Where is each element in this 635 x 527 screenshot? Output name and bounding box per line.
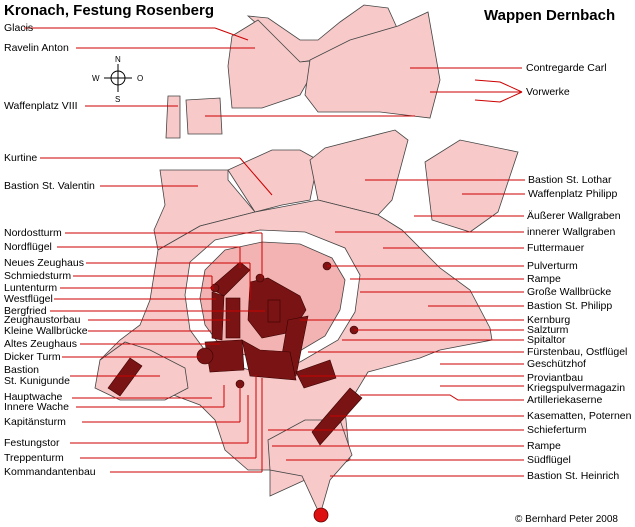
map-subtitle: Wappen Dernbach xyxy=(484,7,615,24)
leader-lines xyxy=(24,27,525,477)
label-rampe-1: Rampe xyxy=(527,273,561,285)
contregarde-carl xyxy=(304,11,441,119)
waffenplatz-viii-1 xyxy=(165,95,181,139)
label-proviantbau: Proviantbau xyxy=(527,372,583,384)
nordostturm xyxy=(255,273,265,283)
label-glacis: Glacis xyxy=(4,22,33,34)
label-bastion-st-lothar: Bastion St. Lothar xyxy=(528,174,612,186)
label-luntenturm: Luntenturm xyxy=(4,282,57,294)
label-westfluegel: Westflügel xyxy=(4,293,53,305)
compass-s: S xyxy=(115,95,120,104)
label-bergfried: Bergfried xyxy=(4,305,47,317)
label-bastion-st-philipp: Bastion St. Philipp xyxy=(527,300,612,312)
label-kurtine: Kurtine xyxy=(4,152,37,164)
label-waffenplatz-philipp: Waffenplatz Philipp xyxy=(528,188,617,200)
compass-o: O xyxy=(137,74,143,83)
label-pulverturm: Pulverturm xyxy=(527,260,578,272)
label-waffenplatz-viii: Waffenplatz VIII xyxy=(4,100,78,112)
neues-zeughaus xyxy=(225,297,241,339)
label-aeusserer-wallgraben: Äußerer Wallgraben xyxy=(527,210,621,222)
label-vorwerke: Vorwerke xyxy=(526,86,570,98)
bastion-kunigunde-building xyxy=(107,357,143,397)
westfluegel xyxy=(211,291,225,341)
suedfluegel xyxy=(241,339,297,381)
label-st-kunigunde: St. Kunigunde xyxy=(4,375,70,387)
label-kleine-wallbruecke: Kleine Wallbrücke xyxy=(4,325,88,337)
label-salzturm: Salzturm xyxy=(527,324,569,336)
proviantbau xyxy=(295,359,337,389)
label-bastion-st-heinrich: Bastion St. Heinrich xyxy=(527,470,619,482)
label-suedfluegel: Südflügel xyxy=(527,454,571,466)
waffenplatz-philipp xyxy=(424,139,519,233)
bastion-st-heinrich xyxy=(267,419,353,517)
dicker-turm xyxy=(196,347,214,365)
label-kriegspulvermagazin: Kriegspulvermagazin xyxy=(527,382,625,394)
festungstor-marker xyxy=(313,507,329,523)
label-zeughaustorbau: Zeughaustorbau xyxy=(4,314,81,326)
label-rampe-2: Rampe xyxy=(527,440,561,452)
label-schieferturm: Schieferturm xyxy=(527,424,587,436)
label-innerer-wallgraben: innerer Wallgraben xyxy=(527,226,615,238)
credit-text: © Bernhard Peter 2008 xyxy=(515,514,618,525)
compass-rose: N S W O xyxy=(92,55,143,104)
label-futtermauer: Futtermauer xyxy=(527,242,585,254)
label-neues-zeughaus: Neues Zeughaus xyxy=(4,257,84,269)
label-ravelin-anton: Ravelin Anton xyxy=(4,42,69,54)
label-treppenturm: Treppenturm xyxy=(4,452,64,464)
label-festungstor: Festungstor xyxy=(4,437,60,449)
compass-n: N xyxy=(115,55,121,64)
label-hauptwache: Hauptwache xyxy=(4,391,63,403)
labels-right: Contregarde Carl Vorwerke Bastion St. Lo… xyxy=(526,62,632,482)
label-kernburg: Kernburg xyxy=(527,314,570,326)
label-kommandantenbau: Kommandantenbau xyxy=(4,466,96,478)
map-title: Kronach, Festung Rosenberg xyxy=(4,2,214,19)
label-dicker-turm: Dicker Turm xyxy=(4,351,61,363)
label-schmiedsturm: Schmiedsturm xyxy=(4,270,71,282)
label-bastion: Bastion xyxy=(4,364,39,376)
label-contregarde-carl: Contregarde Carl xyxy=(526,62,607,74)
label-kapitaensturm: Kapitänsturm xyxy=(4,416,66,428)
ravelin-anton xyxy=(227,19,321,109)
label-bastion-st-valentin: Bastion St. Valentin xyxy=(4,180,95,192)
label-artilleriekaserne: Artilleriekaserne xyxy=(527,394,602,406)
label-nordfluegel: Nordflügel xyxy=(4,241,52,253)
label-spitaltor: Spitaltor xyxy=(527,334,566,346)
label-innere-wache: Innere Wache xyxy=(4,401,69,413)
label-fuerstenbau-ostfluegel: Fürstenbau, Ostflügel xyxy=(527,346,627,358)
waffenplatz-viii-2 xyxy=(185,97,223,135)
label-nordostturm: Nordostturm xyxy=(4,227,62,239)
labels-left: Glacis Ravelin Anton Waffenplatz VIII Ku… xyxy=(4,22,96,478)
label-geschuetzhof: Geschützhof xyxy=(527,358,586,370)
label-kasematten-poternen: Kasematten, Poternen xyxy=(527,410,632,422)
label-grosse-wallbruecke: Große Wallbrücke xyxy=(527,286,611,298)
label-altes-zeughaus: Altes Zeughaus xyxy=(4,338,77,350)
fuerstenbau xyxy=(267,299,281,323)
compass-w: W xyxy=(92,74,100,83)
